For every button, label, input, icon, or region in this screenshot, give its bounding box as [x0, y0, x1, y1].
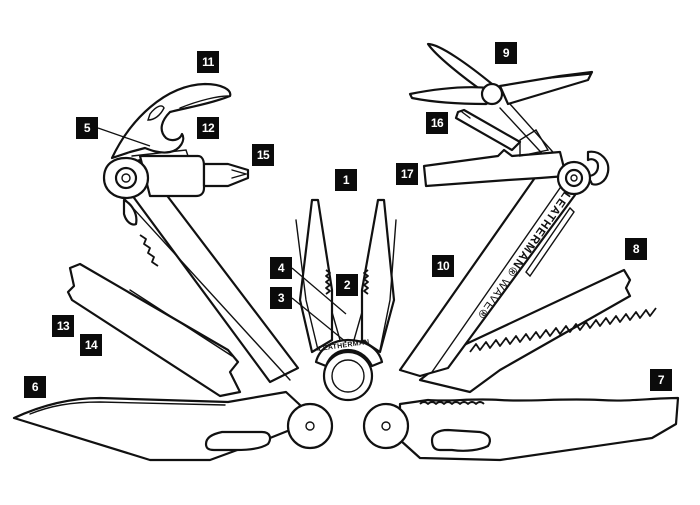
callout-badge-15: 15	[252, 144, 274, 166]
serrated-knife-tool	[398, 396, 680, 462]
callout-badge-13: 13	[52, 315, 74, 337]
callout-badge-1: 1	[335, 169, 357, 191]
callout-badge-7: 7	[650, 369, 672, 391]
left-pivot	[102, 156, 150, 226]
callout-badge-3: 3	[270, 287, 292, 309]
leader-line-3	[291, 297, 347, 343]
callout-badge-16: 16	[426, 112, 448, 134]
callout-badge-9: 9	[495, 42, 517, 64]
center-medallion	[314, 338, 384, 402]
scissors-tool	[408, 42, 594, 163]
callout-badge-10: 10	[432, 255, 454, 277]
right-pivot	[556, 150, 610, 196]
callout-badge-6: 6	[24, 376, 46, 398]
callout-badge-14: 14	[80, 334, 102, 356]
file-tool	[66, 262, 242, 398]
leader-line-4	[291, 267, 347, 315]
callout-badge-4: 4	[270, 257, 292, 279]
leader-line-5	[97, 127, 151, 147]
bottom-right-pivot	[362, 402, 410, 450]
large-screwdriver-tool	[422, 129, 568, 188]
callout-badge-5: 5	[76, 117, 98, 139]
small-bit-driver-tool	[454, 108, 522, 152]
callout-badge-2: 2	[336, 274, 358, 296]
callout-badge-11: 11	[197, 51, 219, 73]
callout-badge-12: 12	[197, 117, 219, 139]
callout-badge-8: 8	[625, 238, 647, 260]
callout-badge-17: 17	[396, 163, 418, 185]
bit-driver-tool	[131, 149, 250, 198]
bottom-left-pivot	[286, 402, 334, 450]
saw-tool	[418, 268, 657, 394]
plain-edge-knife-tool	[12, 390, 302, 462]
